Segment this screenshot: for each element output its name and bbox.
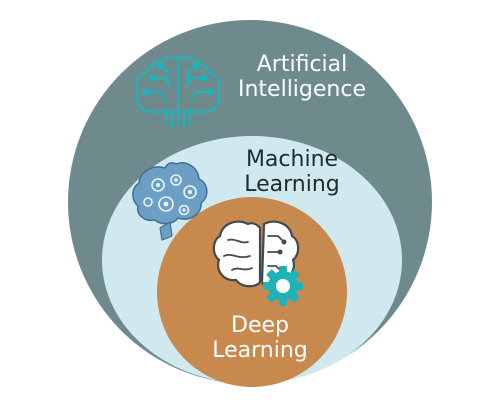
ai-label: Artificial Intelligence [222,52,382,102]
ai-label-line-2: Intelligence [237,76,366,102]
dl-label-line-2: Learning [212,337,308,363]
ai-label-line-1: Artificial [256,52,348,77]
dl-circle [157,197,347,387]
circuit-brain-icon [135,56,221,130]
gear-brain-icon [132,162,208,241]
ml-label: Machine Learning [222,147,362,197]
ml-label-line-2: Learning [244,171,340,197]
ml-label-line-1: Machine [245,147,339,172]
dl-label: Deep Learning [190,313,330,363]
dl-label-line-1: Deep [231,313,289,338]
brain-gear-icon [212,220,303,306]
